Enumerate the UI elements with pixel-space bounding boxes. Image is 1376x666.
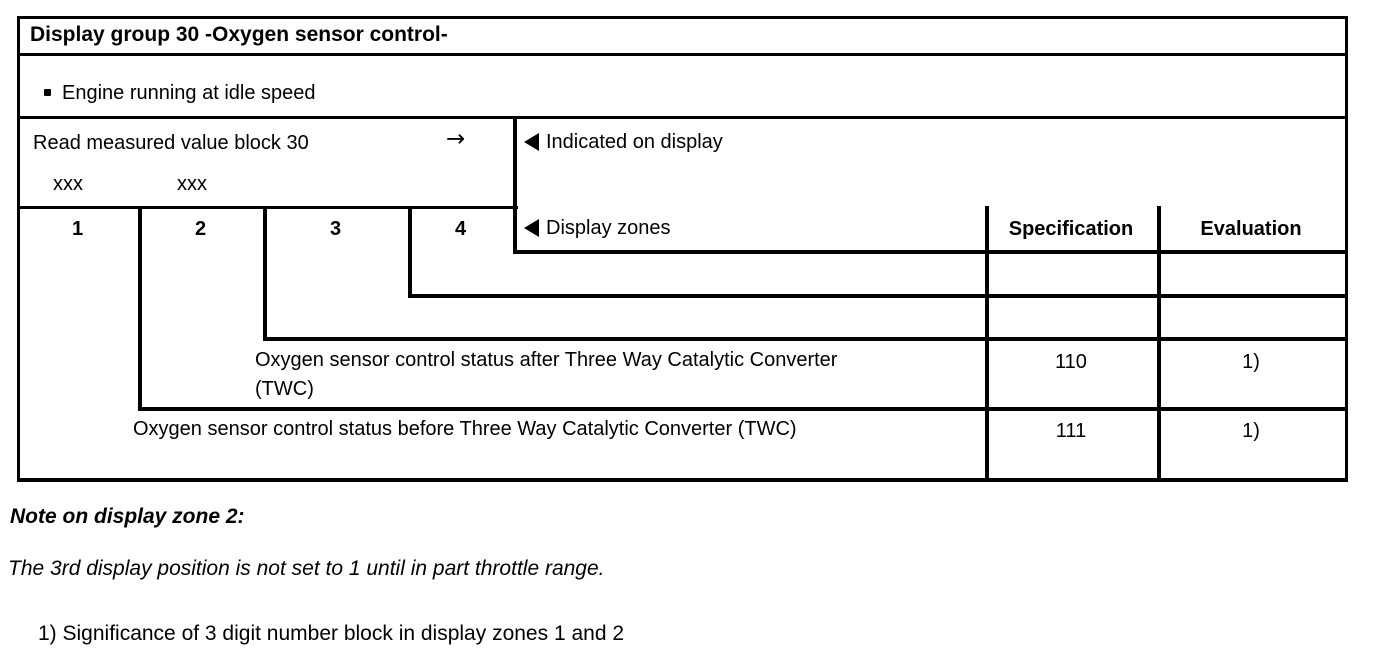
row-zone1-evaluation: 1) xyxy=(1242,420,1260,442)
row-zone1-description: Oxygen sensor control status before Thre… xyxy=(133,418,797,440)
zone-number-1: 1 xyxy=(71,218,84,240)
divider-under-conditions xyxy=(17,116,1348,119)
left-pointer-icon xyxy=(524,133,539,151)
note-heading: Note on display zone 2: xyxy=(10,505,245,528)
footnote-significance: 1) Significance of 3 digit number block … xyxy=(38,622,625,645)
divider-zone3-zone4 xyxy=(408,206,412,298)
step-line-zone3 xyxy=(263,337,1348,341)
divider-specification-evaluation xyxy=(1157,206,1161,482)
table-border-top xyxy=(17,16,1348,19)
bullet-icon xyxy=(44,89,51,96)
row-zone1-specification: 111 xyxy=(1055,420,1087,442)
table-border-left xyxy=(17,16,20,482)
table-border-bottom xyxy=(17,478,1348,482)
row-zone2-description-line2: (TWC) xyxy=(255,378,314,400)
condition-text: Engine running at idle speed xyxy=(62,82,316,104)
row-zone2-evaluation: 1) xyxy=(1242,351,1260,373)
column-header-specification: Specification xyxy=(1008,218,1134,240)
divider-read-block-right xyxy=(513,116,517,254)
zone-number-3: 3 xyxy=(329,218,342,240)
column-header-evaluation: Evaluation xyxy=(1200,218,1302,240)
table-title: Display group 30 -Oxygen sensor control- xyxy=(30,23,448,46)
divider-under-zone-header xyxy=(513,250,1348,254)
divider-zone1-zone2 xyxy=(138,206,142,411)
step-line-zone4 xyxy=(408,294,1348,298)
divider-under-title xyxy=(17,53,1348,56)
divider-under-read-block xyxy=(17,206,518,209)
table-border-right xyxy=(1345,16,1348,482)
left-pointer-icon xyxy=(524,219,539,237)
divider-zone2-zone3 xyxy=(263,206,267,341)
divider-specification-left xyxy=(985,206,989,482)
row-zone2-specification: 110 xyxy=(1055,351,1087,373)
step-line-zone2 xyxy=(138,407,1348,411)
legend-display-zones-label: Display zones xyxy=(546,217,671,239)
read-block-label: Read measured value block 30 xyxy=(33,132,309,154)
legend-indicated-label: Indicated on display xyxy=(546,131,723,153)
legend-display-zones: Display zones xyxy=(524,216,671,240)
row-zone2-description: Oxygen sensor control status after Three… xyxy=(255,346,980,404)
note-body: The 3rd display position is not set to 1… xyxy=(8,557,605,580)
right-arrow-icon: → xyxy=(446,126,466,152)
display-preview-zone1: xxx xyxy=(53,173,83,195)
zone-number-4: 4 xyxy=(454,218,467,240)
legend-indicated-on-display: Indicated on display xyxy=(524,130,723,154)
display-preview-zone2: xxx xyxy=(177,173,207,195)
row-zone2-description-line1: Oxygen sensor control status after Three… xyxy=(255,349,838,371)
zone-number-2: 2 xyxy=(194,218,207,240)
